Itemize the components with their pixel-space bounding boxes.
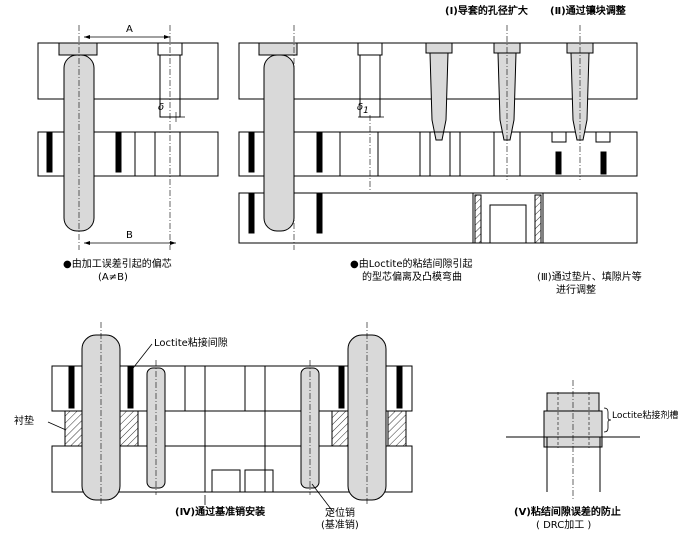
fig4-caption: (Ⅳ)通过基准销安装 xyxy=(175,507,266,518)
fig2-caption-line1: ●由Loctite的粘结间隙引起 xyxy=(350,259,473,270)
fig1-caption-line1: ●由加工误差引起的偏芯 xyxy=(63,259,172,270)
fig3-caption-line2: 进行调整 xyxy=(556,285,596,296)
delta1-label: δ1 xyxy=(357,102,369,116)
fig3-caption-line1: (Ⅲ)通过垫片、填隙片等 xyxy=(537,272,642,283)
title-insert-adjust: (Ⅱ)通过镶块调整 xyxy=(550,6,626,17)
title-guide-sleeve: (Ⅰ)导套的孔径扩大 xyxy=(445,6,528,17)
locating-pin-label-line1: 定位销 xyxy=(325,508,355,519)
liner-label: 衬垫 xyxy=(14,416,34,427)
fig1-eccentric-error-drawing xyxy=(37,25,219,250)
fig2-caption-line2: 的型芯偏离及凸模弯曲 xyxy=(362,272,462,283)
fig5-drc-machining-drawing xyxy=(506,380,640,500)
fig1-caption-line2: (A≠B) xyxy=(98,272,128,283)
fig4-reference-pin-drawing xyxy=(47,322,413,514)
dimension-a-label: A xyxy=(126,24,133,35)
fig5-caption-line2: ( DRC加工 ) xyxy=(536,520,592,531)
locating-pin-label-line2: (基准销) xyxy=(321,520,359,531)
dimension-b-label: B xyxy=(126,230,133,241)
delta-label: δ xyxy=(158,102,165,113)
fig5-caption-line1: (Ⅴ)粘结间隙误差的防止 xyxy=(514,507,621,518)
loctite-gap-label: Loctite粘接间隙 xyxy=(154,338,228,349)
loctite-groove-label: Loctite粘接剂槽 xyxy=(612,411,679,421)
fig2-loctite-gap-drawing xyxy=(238,25,638,250)
